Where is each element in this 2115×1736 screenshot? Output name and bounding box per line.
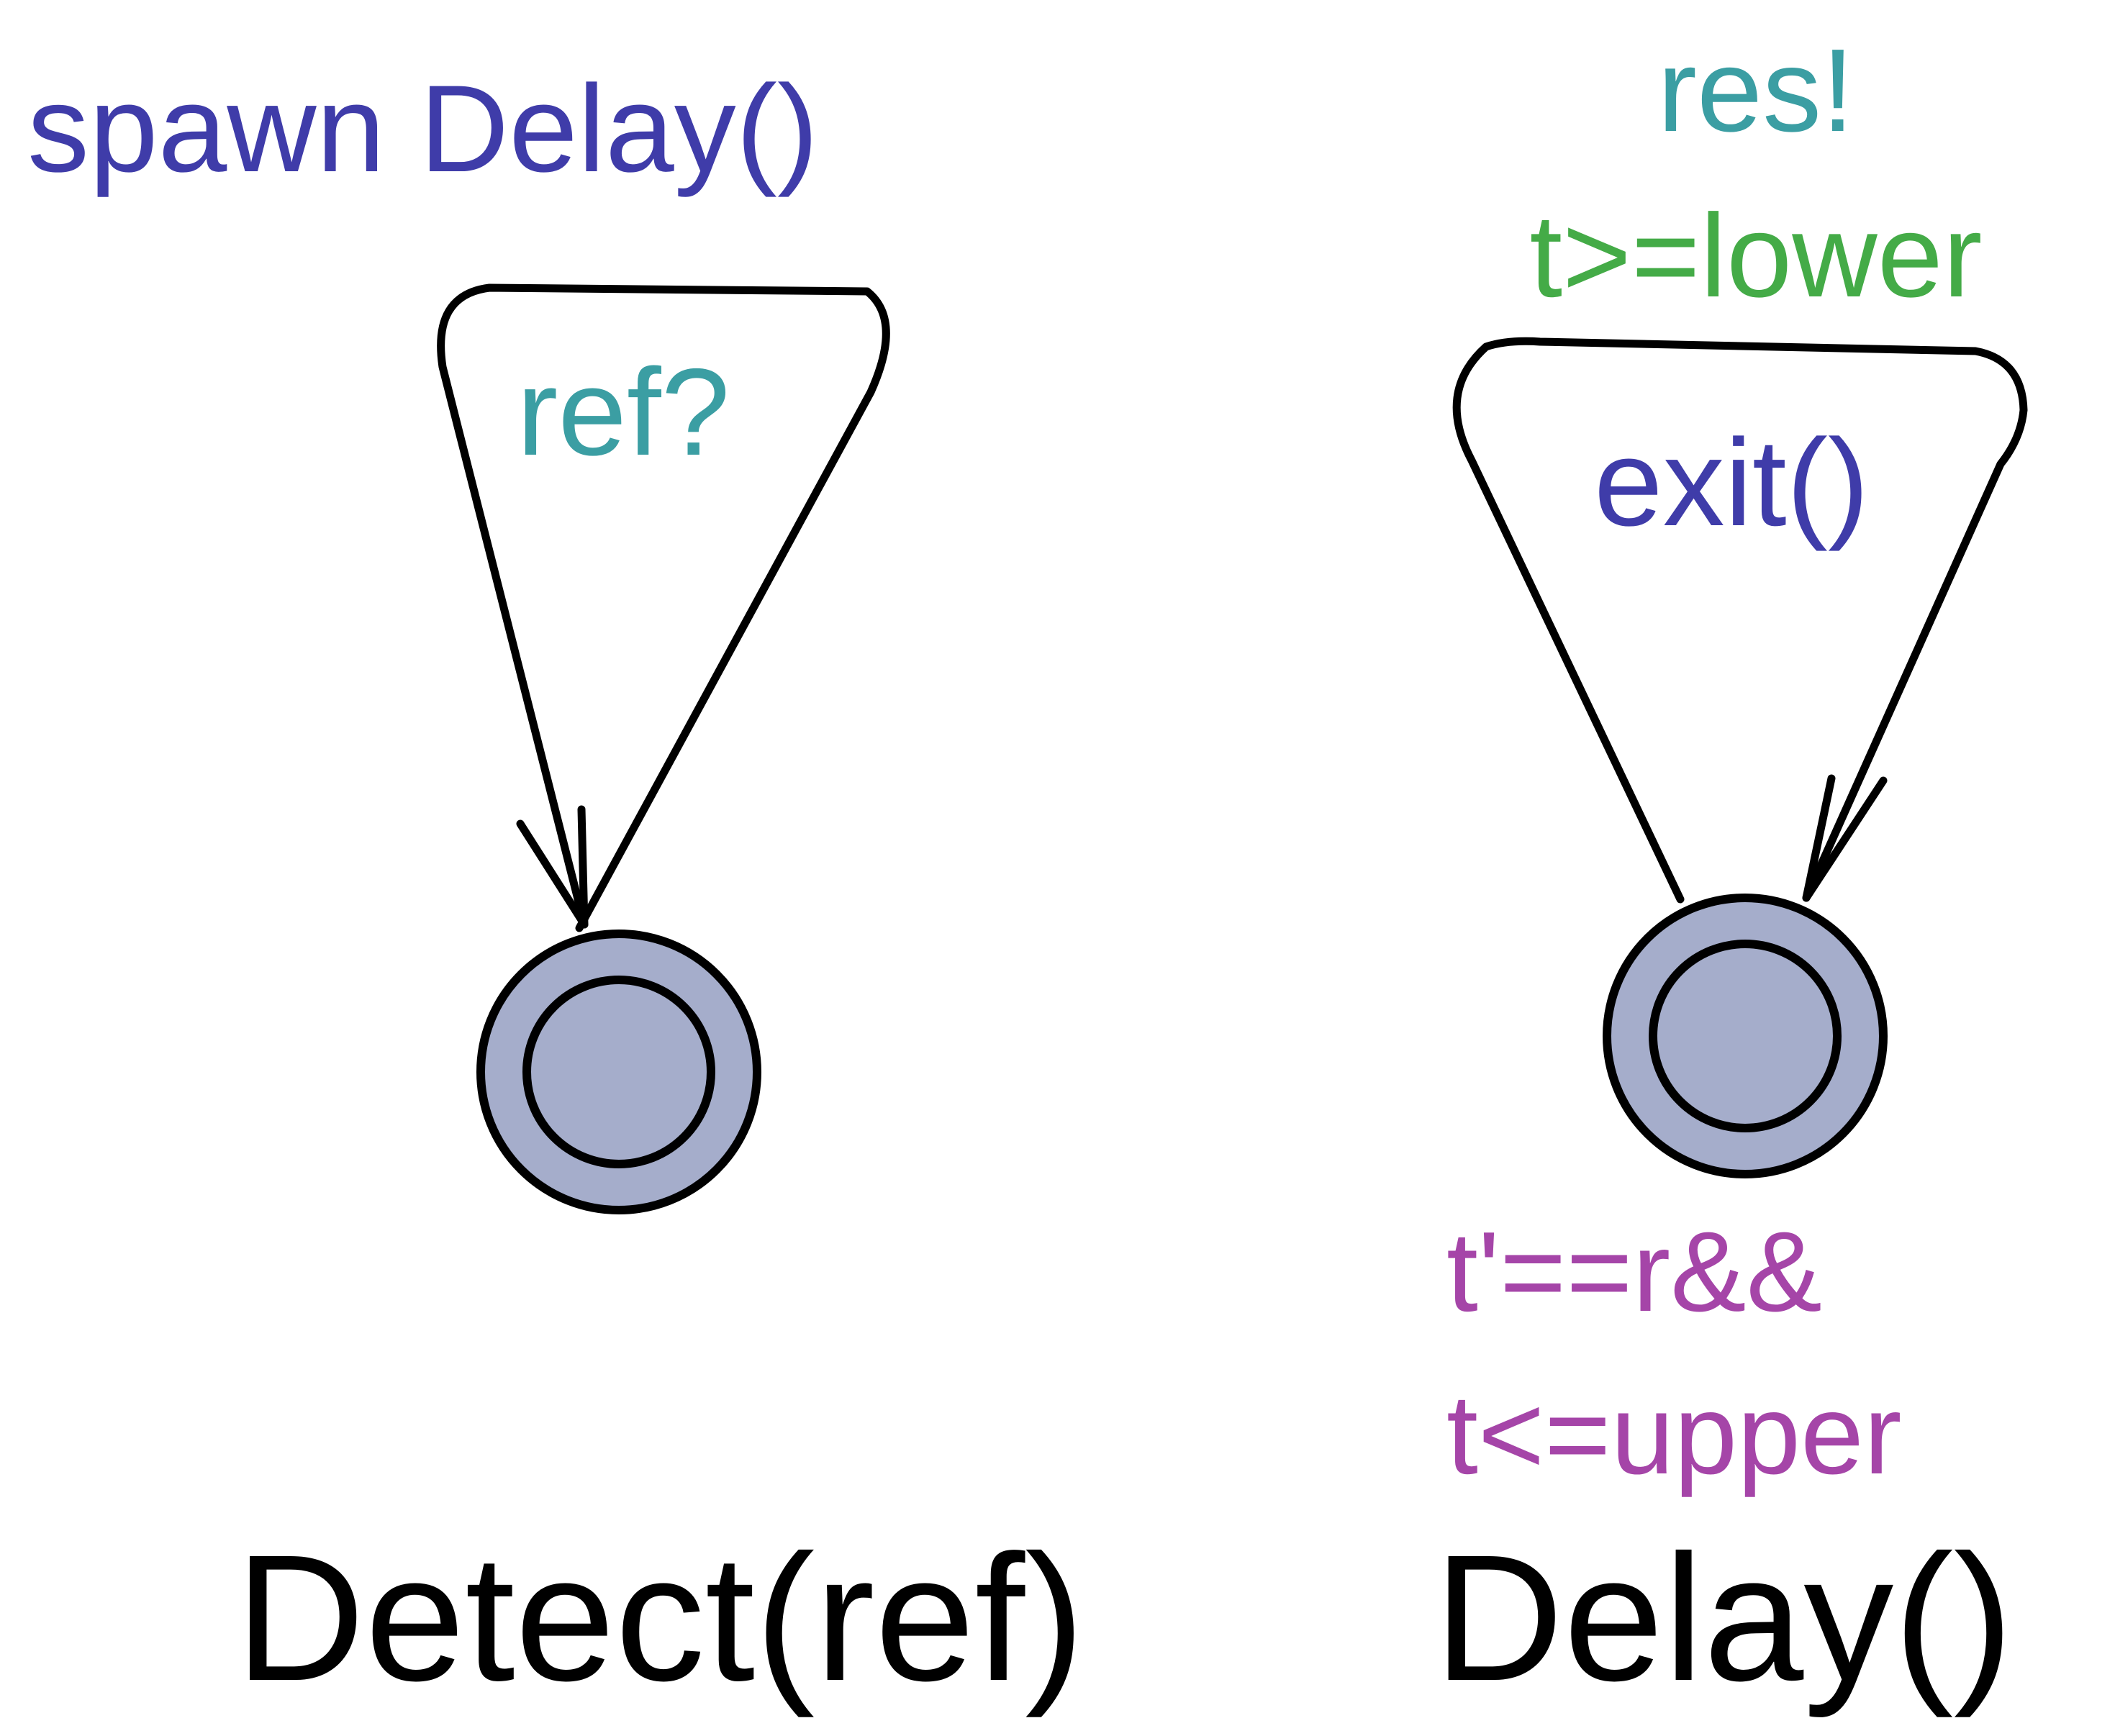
delay-automaton: res! t>=lower exit() t'==r&& t<=upper De… xyxy=(1434,24,2028,1718)
detect-automaton: spawn Delay() ref? Detect(ref) xyxy=(27,60,1084,1718)
delay-guard-label: t>=lower xyxy=(1529,190,1982,322)
committed-location-icon xyxy=(1649,940,1842,1132)
detect-update-label: spawn Delay() xyxy=(27,60,818,198)
detect-location[interactable] xyxy=(476,930,761,1214)
delay-invariant-line-1: t'==r&& xyxy=(1446,1209,1822,1335)
detect-caption: Detect(ref) xyxy=(235,1517,1085,1718)
delay-sync-label: res! xyxy=(1657,24,1854,156)
delay-update-label: exit() xyxy=(1594,414,1869,552)
delay-caption: Delay() xyxy=(1434,1517,2014,1718)
detect-arrowhead-icon xyxy=(516,805,589,929)
delay-self-loop-edge[interactable] xyxy=(1452,337,2028,904)
delay-arrowhead-icon xyxy=(1802,774,1888,902)
detect-self-loop-edge[interactable] xyxy=(437,283,890,932)
detect-sync-label: ref? xyxy=(517,343,730,481)
delay-location[interactable] xyxy=(1603,894,1888,1178)
delay-invariant-line-2: t<=upper xyxy=(1446,1371,1902,1498)
committed-location-icon xyxy=(522,976,715,1168)
